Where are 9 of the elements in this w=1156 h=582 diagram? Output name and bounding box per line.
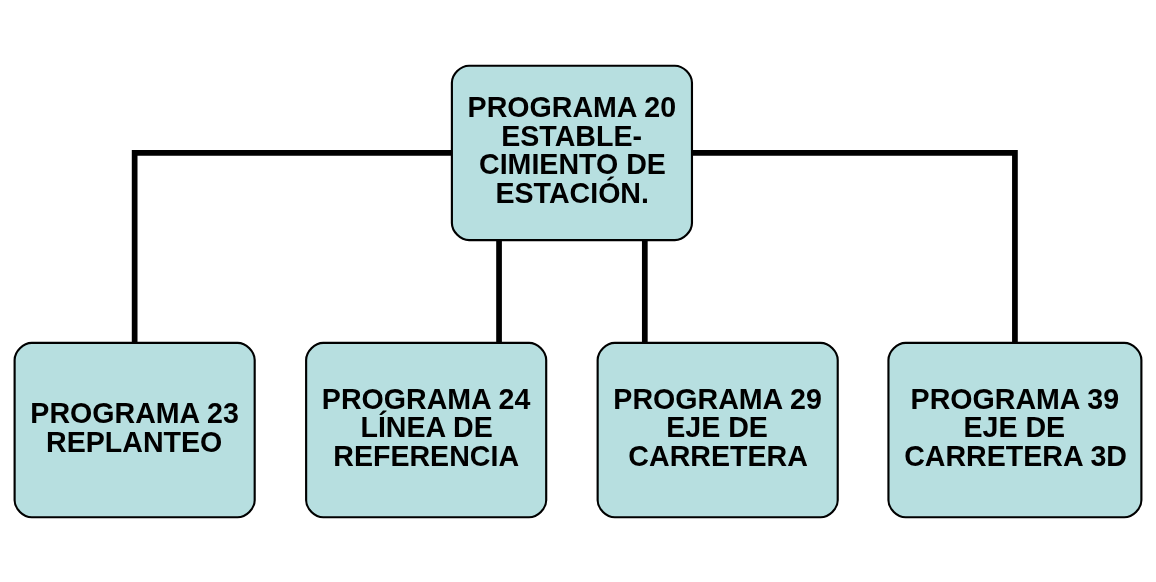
connector bbox=[692, 149, 1018, 343]
connector bbox=[641, 239, 648, 343]
node-box: PROGRAMA 24 LÍNEA DE REFERENCIA bbox=[305, 341, 548, 518]
node-box: PROGRAMA 23 REPLANTEO bbox=[13, 341, 256, 518]
node-box: PROGRAMA 20 ESTABLE- CIMIENTO DE ESTACIÓN. bbox=[450, 64, 694, 241]
connector bbox=[496, 239, 502, 343]
node-box: PROGRAMA 39 EJE DE CARRETERA 3D bbox=[887, 341, 1143, 518]
node-box: PROGRAMA 29 EJE DE CARRETERA bbox=[596, 341, 839, 518]
connector bbox=[131, 149, 452, 343]
